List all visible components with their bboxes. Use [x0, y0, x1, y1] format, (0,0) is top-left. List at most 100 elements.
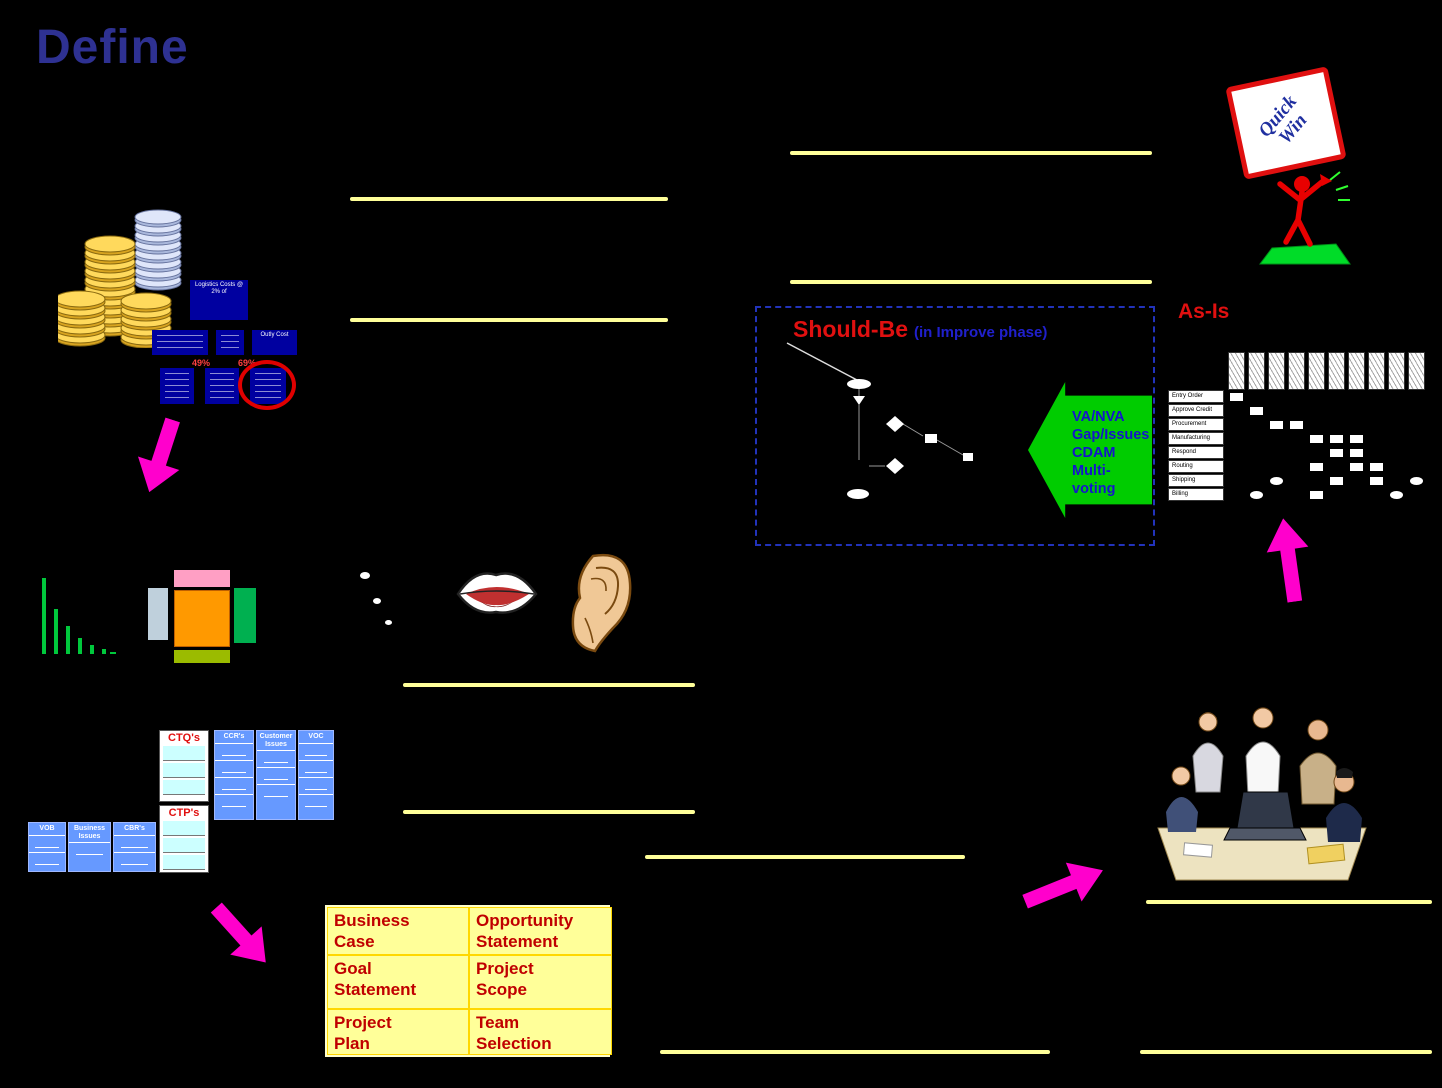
customer-issues-column: Customer Issues: [256, 730, 296, 820]
va-line-3: CDAM: [1072, 445, 1116, 461]
as-is-step: [1350, 435, 1363, 443]
block-top: [174, 570, 230, 587]
highlight-ellipse: [238, 360, 296, 410]
block-right: [234, 588, 256, 643]
as-is-row-label: Billing: [1168, 488, 1224, 501]
ctq-row: [163, 746, 205, 761]
underline-5: [403, 683, 695, 687]
cbr-cell: [114, 851, 155, 869]
as-is-col-header: [1388, 352, 1405, 390]
cost-box-out: Outly Cost: [252, 330, 297, 355]
as-is-step: [1410, 477, 1423, 485]
va-line-4: Multi-voting: [1072, 463, 1116, 497]
cbr-box: CBR's: [113, 822, 156, 872]
ctp-row: [163, 821, 205, 836]
block-bottom: [174, 650, 230, 663]
as-is-col-header: [1348, 352, 1365, 390]
cbr-cell: [114, 834, 155, 852]
as-is-row-label: Approve Credit: [1168, 404, 1224, 417]
ctp-row: [163, 838, 205, 853]
as-is-step: [1310, 435, 1323, 443]
charter-cell-business-case: Business Case: [327, 907, 469, 955]
voc-cell: [299, 776, 333, 794]
ctq-box: CTQ's: [159, 730, 209, 802]
underline-1: [350, 197, 668, 201]
ctq-row: [163, 763, 205, 778]
underline-8: [1146, 900, 1432, 904]
block-left: [148, 588, 168, 640]
as-is-col-header: [1408, 352, 1425, 390]
as-is-row-label: Procurement: [1168, 418, 1224, 431]
as-is-row-label: Entry Order: [1168, 390, 1224, 403]
as-is-step: [1270, 421, 1283, 429]
charter-cell-scope: Project Scope: [469, 955, 612, 1009]
speech-dot-3: [385, 620, 392, 625]
charter-cell-plan: Project Plan: [327, 1009, 469, 1055]
business-issues-cell: [69, 842, 110, 859]
underline-4: [790, 280, 1152, 284]
cost-box-4: [205, 368, 239, 404]
pareto-bars: [42, 578, 116, 654]
as-is-row-label: Shipping: [1168, 474, 1224, 487]
quick-win-label: Quick Win: [1254, 91, 1312, 149]
as-is-col-header: [1288, 352, 1305, 390]
underline-2: [350, 318, 668, 322]
speech-dot-2: [373, 598, 381, 604]
as-is-step: [1290, 421, 1303, 429]
cheering-figure: [1259, 171, 1351, 265]
underline-3: [790, 151, 1152, 155]
magenta-arrow-to-team: [1017, 850, 1111, 922]
as-is-step: [1330, 449, 1343, 457]
cost-model: Logistics Costs @ 2% of Outly Cost 49% 6…: [150, 272, 315, 412]
should-be-subtitle: (in Improve phase): [914, 324, 1048, 341]
as-is-step: [1310, 463, 1323, 471]
as-is-step: [1350, 463, 1363, 471]
voc-cell: [299, 742, 333, 760]
as-is-row-label: Respond: [1168, 446, 1224, 459]
customer-issues-label: Customer Issues: [259, 733, 293, 748]
charter-cell-team: Team Selection: [469, 1009, 612, 1055]
ccr-cell: [215, 776, 253, 794]
ccr-label: CCR's: [223, 733, 245, 740]
process-blocks: [146, 568, 261, 668]
as-is-col-header: [1368, 352, 1385, 390]
customer-issues-cell: [257, 767, 295, 784]
quick-win-banner: Quick Win: [1225, 66, 1347, 180]
magenta-arrow-to-charter: [199, 892, 283, 978]
underline-7: [645, 855, 965, 859]
as-is-step: [1270, 477, 1283, 485]
as-is-col-header: [1228, 352, 1245, 390]
voc-column: VOC: [298, 730, 334, 820]
as-is-step: [1330, 435, 1343, 443]
as-is-col-header: [1328, 352, 1345, 390]
ctq-label: CTQ's: [168, 732, 200, 744]
magenta-arrow-up: [1260, 515, 1317, 605]
vob-cell: [29, 834, 65, 852]
as-is-step: [1250, 491, 1263, 499]
cost-top-box: Logistics Costs @ 2% of: [190, 280, 248, 320]
as-is-step: [1370, 463, 1383, 471]
underline-10: [1140, 1050, 1432, 1054]
ccr-cell: [215, 742, 253, 760]
as-is-title: As-Is: [1178, 300, 1230, 323]
as-is-step: [1350, 449, 1363, 457]
as-is-row-label: Manufacturing: [1168, 432, 1224, 445]
ctp-row: [163, 855, 205, 870]
charter-cell-opportunity: Opportunity Statement: [469, 907, 612, 955]
voc-label: VOC: [308, 733, 324, 740]
customer-issues-cell: [257, 750, 295, 767]
as-is-step: [1230, 393, 1243, 401]
as-is-col-header: [1268, 352, 1285, 390]
ctp-box: CTP's: [159, 805, 209, 873]
vob-cell: [29, 851, 65, 869]
as-is-col-header: [1308, 352, 1325, 390]
va-line-2: Gap/Issues: [1072, 427, 1150, 443]
vob-box: VOB: [28, 822, 66, 872]
voc-cell: [299, 759, 333, 777]
team-meeting-clipart: [1157, 707, 1367, 881]
ctp-label: CTP's: [168, 807, 200, 819]
charter-cell-goal: Goal Statement: [327, 955, 469, 1009]
mouth-icon: [456, 572, 538, 614]
cost-box-1: [152, 330, 208, 355]
